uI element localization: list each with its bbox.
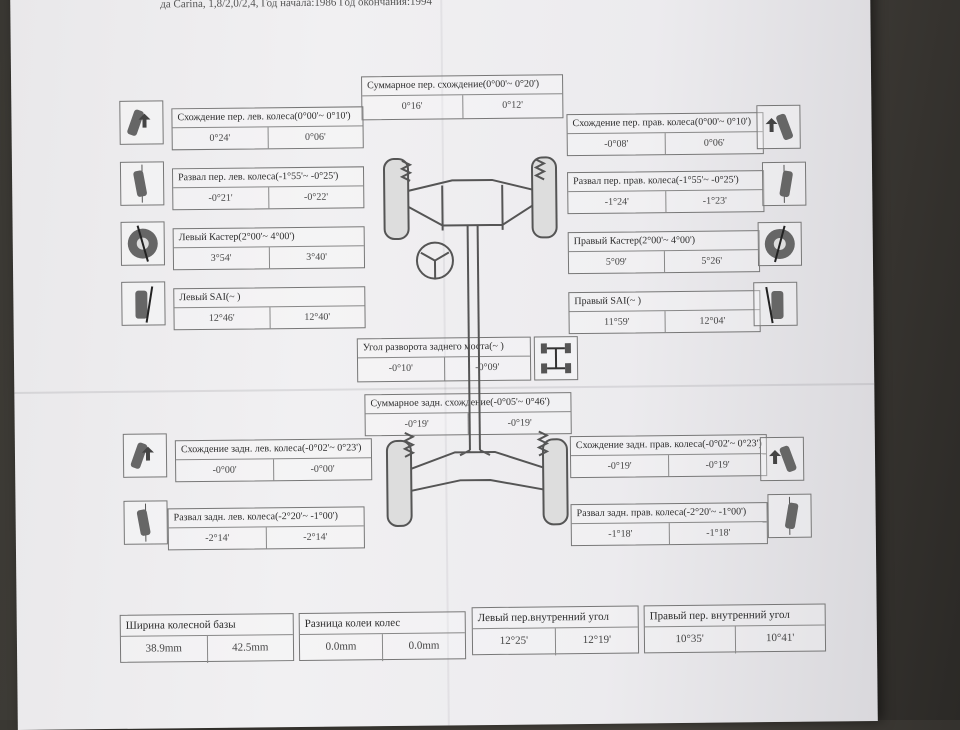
front-right-camber-box: Развал пер. прав. колеса(-1°55'~ -0°25')… [567,170,764,214]
value-after: -1°18' [669,522,767,544]
value-after: -1°23' [665,190,763,212]
box-title: Развал задн. лев. колеса(-2°20'~ -1°00') [169,507,364,528]
right-caster-icon [758,222,802,266]
box-title: Схождение задн. прав. колеса(-0°02'~ 0°2… [571,435,766,456]
value-after: 0°06' [267,126,363,148]
value-after: 42.5mm [206,635,293,663]
rear-right-camber-icon [767,494,811,538]
value-after: -0°19' [668,454,766,476]
rear-right-camber-box: Развал задн. прав. колеса(-2°20'~ -1°00'… [571,502,768,546]
front-left-toe-box: Схождение пер. лев. колеса(0°00'~ 0°10')… [171,106,363,150]
rear-left-toe-box: Схождение задн. лев. колеса(-0°02'~ 0°23… [175,438,372,482]
left-caster-box: Левый Кастер(2°00'~ 4°00') 3°54'3°40' [173,226,365,270]
rear-right-toe-icon [760,437,804,481]
right-caster-box: Правый Кастер(2°00'~ 4°00') 5°09'5°26' [568,230,760,274]
value-before: 38.9mm [121,636,207,664]
value-before: -1°18' [572,523,669,545]
value-before: -0°00' [176,459,273,481]
front-right-wheel [532,157,557,237]
value-before: -0°19' [571,455,668,477]
value-after: 0.0mm [382,633,465,661]
box-title: Развал пер. лев. колеса(-1°55'~ -0°25') [173,167,363,188]
value-before: 5°09' [569,251,664,273]
value-before: -0°21' [173,187,268,209]
left-sai-icon [121,281,165,325]
value-after: 5°26' [663,250,759,272]
value-after: 10°41' [734,626,825,654]
box-title: Левый Кастер(2°00'~ 4°00') [174,227,364,248]
box-title: Левый пер.внутренний угол [473,606,638,629]
value-before: -2°14' [169,527,266,549]
value-after: 12°19' [555,627,638,655]
value-after: 3°40' [268,246,364,268]
rear-left-toe-icon [123,433,167,477]
box-title: Развал пер. прав. колеса(-1°55'~ -0°25') [568,171,763,192]
value-after: 0°12' [462,94,563,118]
box-title: Правый SAI(~ ) [569,291,759,312]
value-before: 0.0mm [300,634,382,662]
front-right-toe-icon [756,105,800,149]
box-title: Разница колеи колес [300,612,465,635]
value-after: -0°22' [268,186,364,208]
vehicle-header: да Carina, 1,8/2,0/2,4, Год начала:1986 … [160,0,432,10]
front-total-toe-box: Суммарное пер. схождение(0°00'~ 0°20') 0… [361,74,563,120]
box-title: Правый Кастер(2°00'~ 4°00') [569,231,759,252]
value-before: 11°59' [570,311,665,333]
value-before: 12°25' [473,628,555,656]
value-after: -2°14' [266,526,364,548]
printout-sheet: да Carina, 1,8/2,0/2,4, Год начала:1986 … [10,0,878,730]
front-left-toe-icon [119,100,163,144]
front-right-camber-icon [762,162,806,206]
value-before: 3°54' [174,247,269,269]
value-after: -0°00' [273,458,371,480]
rear-left-camber-icon [123,500,167,544]
value-before: 0°24' [173,127,268,149]
rear-right-toe-box: Схождение задн. прав. колеса(-0°02'~ 0°2… [570,434,767,478]
box-title: Правый пер. внутренний угол [645,605,825,628]
box-title: Схождение пер. прав. колеса(0°00'~ 0°10'… [567,113,762,134]
right-inner-angle-box: Правый пер. внутренний угол 10°35'10°41' [644,603,826,653]
value-after: 12°40' [269,306,365,328]
value-before: -0°08' [568,133,665,155]
value-after: 12°04' [664,310,760,332]
value-before: 12°46' [174,307,269,329]
front-left-camber-icon [120,161,164,205]
box-title: Развал задн. прав. колеса(-2°20'~ -1°00'… [572,503,767,524]
rear-left-wheel [387,441,412,526]
value-before: 0°16' [362,95,462,119]
box-title: Ширина колесной базы [121,614,293,637]
chassis-diagram [372,149,576,551]
right-sai-icon [753,282,797,326]
value-before: 10°35' [645,626,735,654]
value-after: 0°06' [665,132,763,154]
box-title: Суммарное пер. схождение(0°00'~ 0°20') [362,75,562,96]
left-inner-angle-box: Левый пер.внутренний угол 12°25'12°19' [472,605,639,655]
front-right-toe-box: Схождение пер. прав. колеса(0°00'~ 0°10'… [566,112,763,156]
right-sai-box: Правый SAI(~ ) 11°59'12°04' [568,290,760,334]
value-before: -1°24' [568,191,665,213]
box-title: Схождение задн. лев. колеса(-0°02'~ 0°23… [176,439,371,460]
box-title: Схождение пер. лев. колеса(0°00'~ 0°10') [172,107,362,128]
rear-left-camber-box: Развал задн. лев. колеса(-2°20'~ -1°00')… [168,506,365,550]
left-sai-box: Левый SAI(~ ) 12°46'12°40' [173,286,365,330]
left-caster-icon [121,221,165,265]
box-title: Левый SAI(~ ) [174,287,364,308]
front-left-camber-box: Развал пер. лев. колеса(-1°55'~ -0°25') … [172,166,364,210]
